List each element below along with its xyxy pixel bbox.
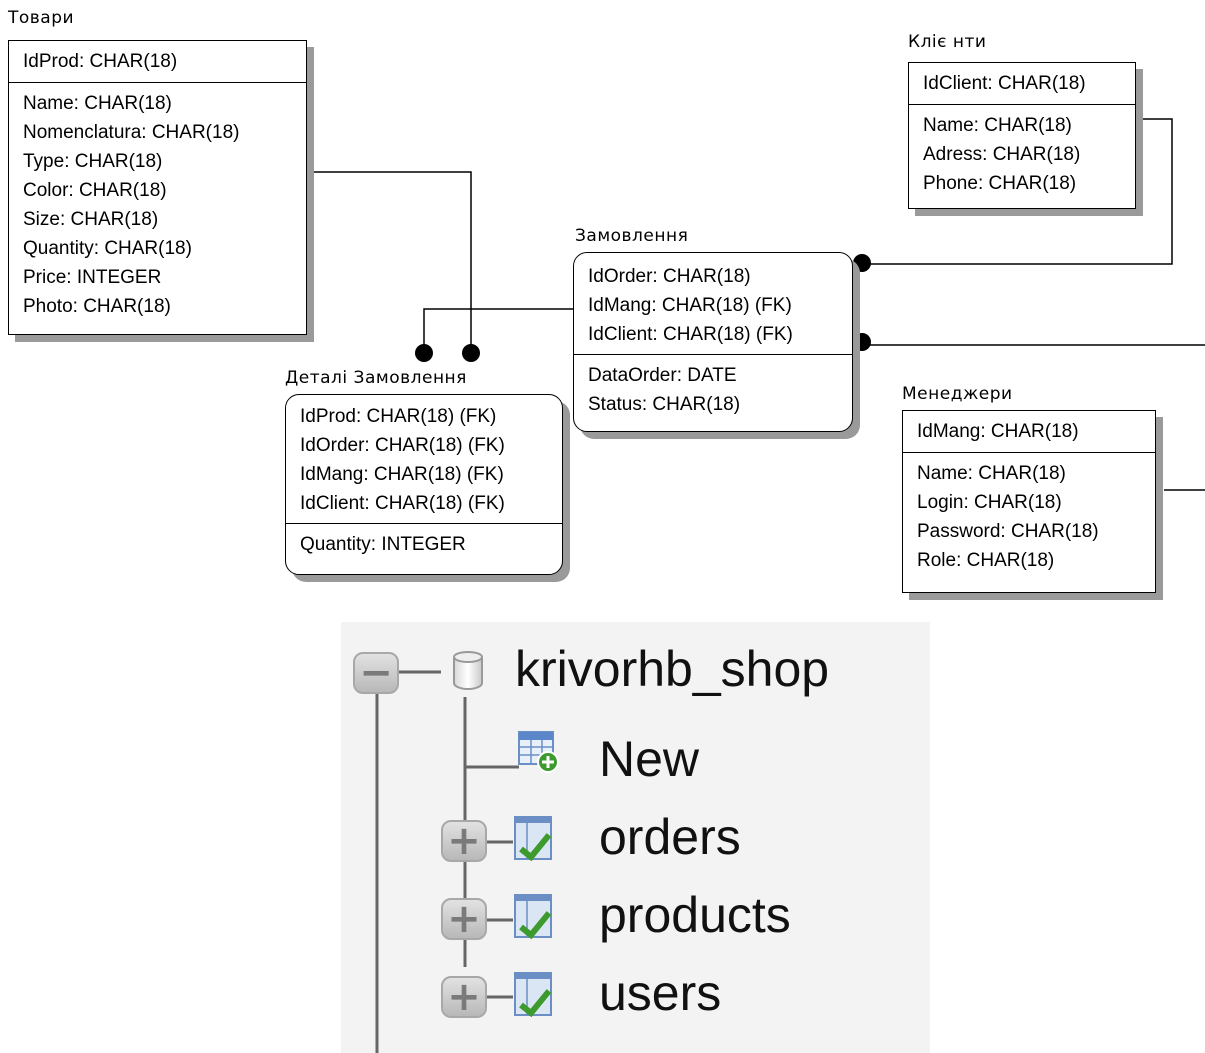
entity-box: IdProd: CHAR(18) (FK) IdOrder: CHAR(18) … (285, 394, 563, 575)
entity-box: IdClient: CHAR(18) Name: CHAR(18) Adress… (908, 62, 1136, 209)
attribute: Photo: CHAR(18) (23, 296, 171, 317)
attribute: Size: CHAR(18) (23, 209, 159, 230)
key-attribute: IdOrder: CHAR(18) (588, 266, 751, 287)
attribute: Quantity: INTEGER (300, 534, 466, 555)
attribute: Name: CHAR(18) (917, 463, 1066, 484)
table-name[interactable]: users (599, 965, 722, 1021)
tree-item-table[interactable]: products (599, 886, 791, 944)
table-icon (514, 816, 552, 862)
attribute-section: Name: CHAR(18) Login: CHAR(18) Password:… (903, 453, 1155, 581)
attribute: Status: CHAR(18) (588, 394, 741, 415)
rel-end-dot (853, 333, 871, 351)
key-attribute: IdProd: CHAR(18) (FK) (300, 406, 497, 427)
rel-end-dot (853, 254, 871, 272)
attribute: Type: CHAR(18) (23, 151, 163, 172)
entity-title: Деталі Замовлення (285, 368, 467, 388)
key-attribute: IdOrder: CHAR(18) (FK) (300, 435, 505, 456)
attribute: Name: CHAR(18) (23, 93, 172, 114)
attribute: Role: CHAR(18) (917, 550, 1055, 571)
rel-end-dot (462, 344, 480, 362)
new-table-icon (518, 731, 559, 773)
key-section: IdProd: CHAR(18) (FK) IdOrder: CHAR(18) … (286, 395, 562, 524)
key-section: IdProd: CHAR(18) (9, 41, 306, 83)
database-tree-panel: − krivorhb_shop New + orders + (341, 622, 930, 1053)
entity-title: Замовлення (575, 226, 689, 246)
attribute: Nomenclatura: CHAR(18) (23, 122, 240, 143)
attribute: Phone: CHAR(18) (923, 173, 1077, 194)
tree-item-table[interactable]: users (599, 964, 721, 1022)
attribute: Name: CHAR(18) (923, 115, 1072, 136)
key-attribute: IdProd: CHAR(18) (23, 51, 178, 72)
table-name[interactable]: products (599, 887, 791, 943)
attribute: Color: CHAR(18) (23, 180, 167, 201)
table-icon (514, 972, 552, 1018)
key-attribute: IdMang: CHAR(18) (917, 421, 1079, 442)
key-attribute: IdMang: CHAR(18) (FK) (588, 295, 792, 316)
database-name[interactable]: krivorhb_shop (515, 641, 830, 697)
entity-title: Кліє нти (908, 32, 987, 52)
tree-item-database[interactable]: krivorhb_shop (515, 640, 829, 698)
entity-box: IdProd: CHAR(18) Name: CHAR(18) Nomencla… (8, 40, 307, 335)
entity-box: IdMang: CHAR(18) Name: CHAR(18) Login: C… (902, 410, 1156, 593)
database-icon (453, 651, 483, 690)
rel-clients-orders (860, 118, 1173, 265)
table-icon (514, 894, 552, 940)
attribute: Quantity: CHAR(18) (23, 238, 192, 259)
attribute: Password: CHAR(18) (917, 521, 1099, 542)
key-attribute: IdClient: CHAR(18) (FK) (300, 493, 505, 514)
attribute-section: Name: CHAR(18) Nomenclatura: CHAR(18) Ty… (9, 83, 306, 327)
rel-products-details (314, 171, 472, 352)
table-name[interactable]: orders (599, 809, 741, 865)
entity-title: Менеджери (902, 384, 1013, 404)
tree-item-table[interactable]: orders (599, 808, 741, 866)
attribute: Adress: CHAR(18) (923, 144, 1081, 165)
key-section: IdMang: CHAR(18) (903, 411, 1155, 453)
key-section: IdOrder: CHAR(18) IdMang: CHAR(18) (FK) … (574, 253, 852, 355)
attribute-section: Name: CHAR(18) Adress: CHAR(18) Phone: C… (909, 105, 1135, 204)
expand-plus-icon[interactable]: + (441, 976, 487, 1018)
relationship-lines (314, 118, 1205, 491)
key-section: IdClient: CHAR(18) (909, 63, 1135, 105)
tree-item-new[interactable]: New (599, 730, 699, 788)
rel-end-dot (415, 344, 433, 362)
entity-box: IdOrder: CHAR(18) IdMang: CHAR(18) (FK) … (573, 252, 853, 432)
new-label[interactable]: New (599, 731, 700, 787)
attribute: DataOrder: DATE (588, 365, 737, 386)
attribute-section: DataOrder: DATE Status: CHAR(18) (574, 355, 852, 425)
expand-plus-icon[interactable]: + (441, 898, 487, 940)
expand-plus-icon[interactable]: + (441, 820, 487, 862)
collapse-minus-icon[interactable]: − (353, 652, 399, 694)
entity-title: Товари (8, 8, 75, 28)
attribute: Price: INTEGER (23, 267, 162, 288)
rel-orders-details (423, 308, 573, 352)
key-attribute: IdMang: CHAR(18) (FK) (300, 464, 504, 485)
attribute-section: Quantity: INTEGER (286, 524, 562, 565)
key-attribute: IdClient: CHAR(18) (923, 73, 1086, 94)
attribute: Login: CHAR(18) (917, 492, 1062, 513)
key-attribute: IdClient: CHAR(18) (FK) (588, 324, 793, 345)
